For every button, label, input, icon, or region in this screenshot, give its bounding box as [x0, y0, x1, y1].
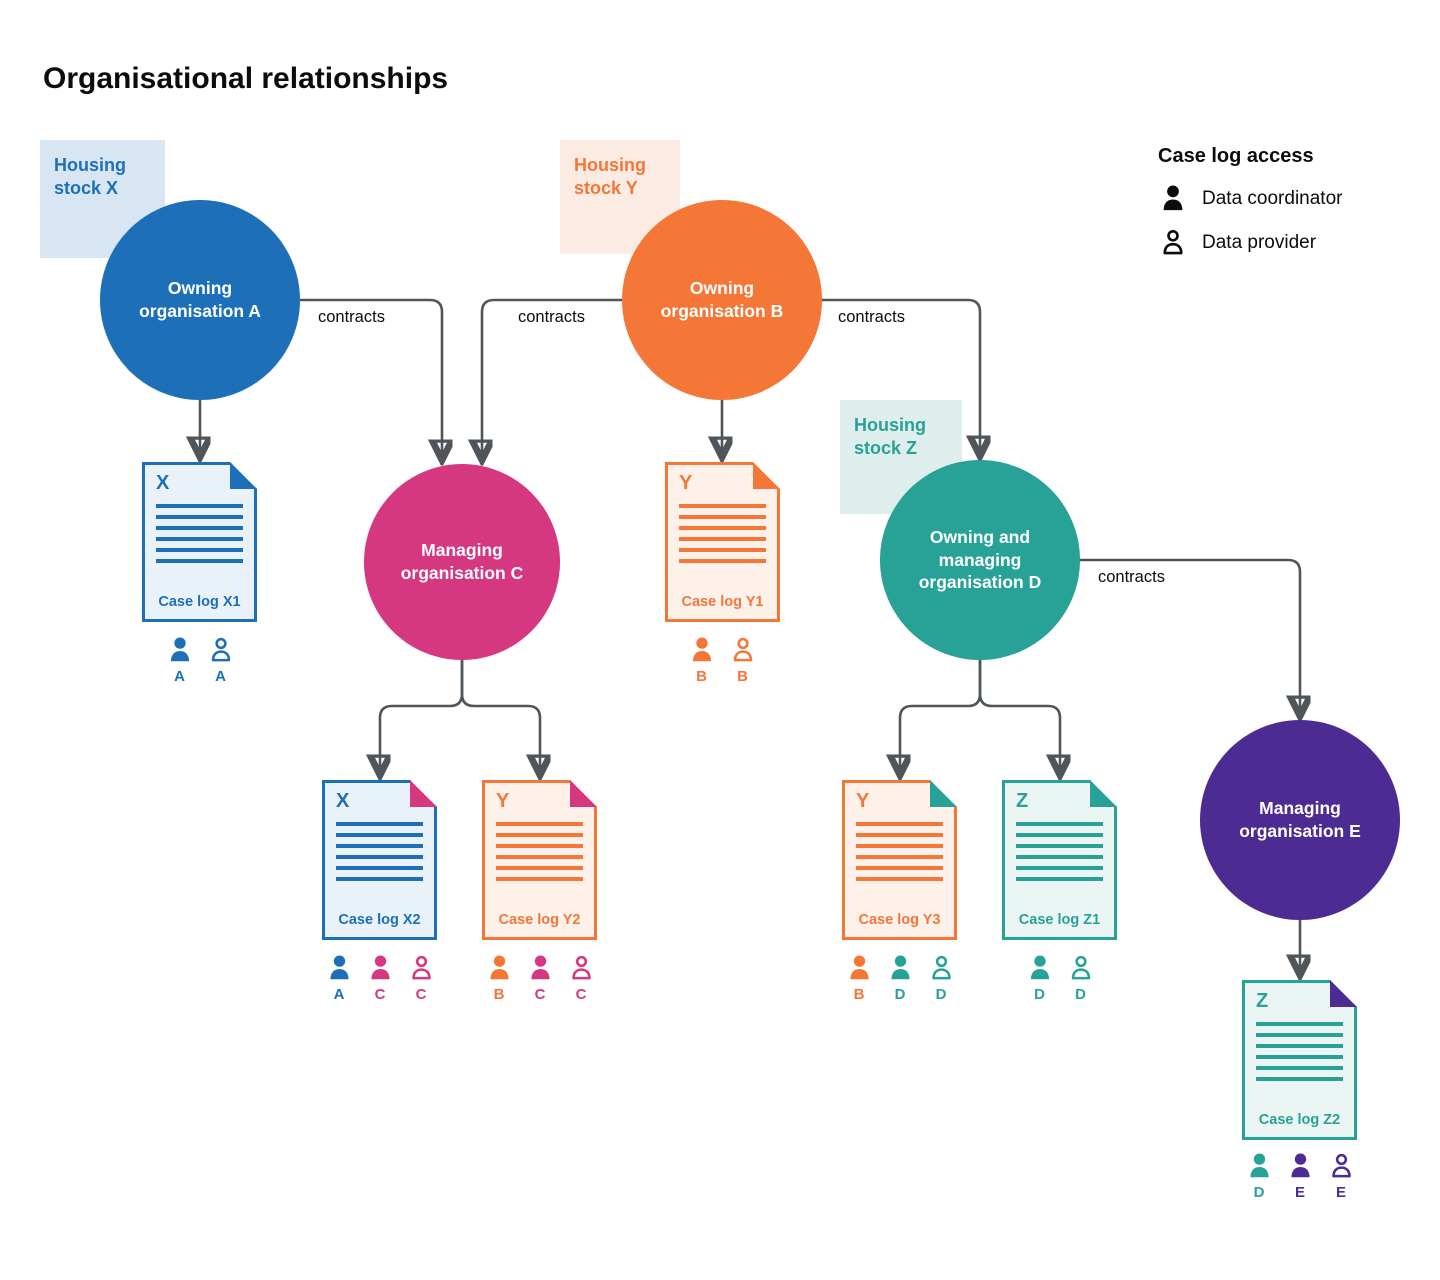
doc-label: Case log Y3 [858, 912, 941, 928]
data-coordinator-icon [1249, 1153, 1269, 1178]
doc-letter: Y [679, 472, 693, 494]
org-circle-d: Owning and managing organisation D [880, 460, 1080, 660]
doc-text-lines-icon [336, 822, 423, 881]
case-log-y3: Y Case log Y3 [842, 780, 957, 940]
access-person: E [1284, 1152, 1316, 1201]
arrow-d-to-y3 [900, 660, 982, 770]
data-coordinator-icon [1290, 1153, 1310, 1178]
data-coordinator-icon [890, 955, 910, 980]
contracts-label-d-e: contracts [1098, 568, 1165, 586]
data-provider-icon [211, 637, 230, 662]
data-provider-icon [733, 637, 752, 662]
doc-label: Case log Z2 [1258, 1112, 1341, 1128]
access-person: C [565, 954, 597, 1003]
data-coordinator-icon [849, 955, 869, 980]
access-person: B [727, 636, 759, 685]
case-log-z1: Z Case log Z1 [1002, 780, 1117, 940]
legend-item-provider: Data provider [1158, 228, 1342, 258]
page-title: Organisational relationships [43, 62, 449, 96]
doc-text-lines-icon [1016, 822, 1103, 881]
access-row-z2: D E E [1243, 1152, 1357, 1201]
access-person: B [483, 954, 515, 1003]
access-person: C [405, 954, 437, 1003]
data-coordinator-icon [692, 637, 711, 662]
folded-corner-icon [1330, 980, 1357, 1007]
org-circle-a: Owning organisation A [100, 200, 300, 400]
data-provider-icon [571, 955, 591, 980]
data-provider-icon [1163, 229, 1183, 255]
folded-corner-icon [1090, 780, 1117, 807]
org-circle-c: Managing organisation C [364, 464, 560, 660]
contracts-label-b-c: contracts [518, 308, 585, 326]
data-provider-icon [931, 955, 951, 980]
access-person: D [1024, 954, 1056, 1003]
doc-text-lines-icon [856, 822, 943, 881]
doc-text-lines-icon [679, 504, 766, 563]
access-row-z1: D D [1024, 954, 1097, 1003]
data-provider-icon [1071, 955, 1090, 980]
doc-letter: Z [1016, 790, 1029, 812]
arrow-c-to-x2 [380, 660, 464, 770]
doc-letter: Y [496, 790, 510, 812]
access-row-x2: A C C [323, 954, 437, 1003]
doc-letter: Y [856, 790, 870, 812]
folded-corner-icon [930, 780, 957, 807]
data-coordinator-icon [370, 955, 390, 980]
access-row-y2: B C C [483, 954, 597, 1003]
case-log-y1: Y Case log Y1 [665, 462, 780, 622]
arrow-c-to-y2 [460, 660, 540, 770]
access-person: C [364, 954, 396, 1003]
data-provider-icon [1331, 1153, 1351, 1178]
housing-stock-x-tag: Housing stock X [40, 140, 165, 258]
data-coordinator-icon [1030, 955, 1049, 980]
data-coordinator-icon [530, 955, 550, 980]
doc-label: Case log Z1 [1018, 912, 1101, 928]
folded-corner-icon [230, 462, 257, 489]
access-person: C [524, 954, 556, 1003]
contracts-label-b-d: contracts [838, 308, 905, 326]
access-person: D [884, 954, 916, 1003]
doc-label: Case log X2 [338, 912, 421, 928]
access-row-x1: A A [164, 636, 237, 685]
access-person: A [164, 636, 196, 685]
access-person: D [1243, 1152, 1275, 1201]
data-coordinator-icon [329, 955, 349, 980]
doc-label: Case log X1 [158, 594, 241, 610]
doc-text-lines-icon [1256, 1022, 1343, 1081]
arrow-d-to-z1 [978, 660, 1060, 770]
access-person: E [1325, 1152, 1357, 1201]
access-row-y3: B D D [843, 954, 957, 1003]
case-log-y2: Y Case log Y2 [482, 780, 597, 940]
org-circle-b: Owning organisation B [622, 200, 822, 400]
doc-letter: X [156, 472, 170, 494]
data-coordinator-icon [489, 955, 509, 980]
folded-corner-icon [753, 462, 780, 489]
legend: Case log access Data coordinator Data pr… [1158, 145, 1342, 272]
folded-corner-icon [570, 780, 597, 807]
access-person: D [1065, 954, 1097, 1003]
case-log-x2: X Case log X2 [322, 780, 437, 940]
case-log-x1: X Case log X1 [142, 462, 257, 622]
doc-letter: X [336, 790, 350, 812]
access-person: B [843, 954, 875, 1003]
case-log-z2: Z Case log Z2 [1242, 980, 1357, 1140]
doc-letter: Z [1256, 990, 1269, 1012]
org-circle-e: Managing organisation E [1200, 720, 1400, 920]
doc-text-lines-icon [156, 504, 243, 563]
access-person: B [686, 636, 718, 685]
access-person: D [925, 954, 957, 1003]
contracts-label-a-c: contracts [318, 308, 385, 326]
folded-corner-icon [410, 780, 437, 807]
legend-item-coordinator: Data coordinator [1158, 184, 1342, 214]
access-row-y1: B B [686, 636, 759, 685]
access-person: A [205, 636, 237, 685]
doc-label: Case log Y1 [681, 594, 764, 610]
data-provider-icon [411, 955, 431, 980]
legend-title: Case log access [1158, 145, 1314, 167]
doc-label: Case log Y2 [498, 912, 581, 928]
doc-text-lines-icon [496, 822, 583, 881]
data-coordinator-icon [1163, 185, 1183, 211]
access-person: A [323, 954, 355, 1003]
data-coordinator-icon [170, 637, 189, 662]
